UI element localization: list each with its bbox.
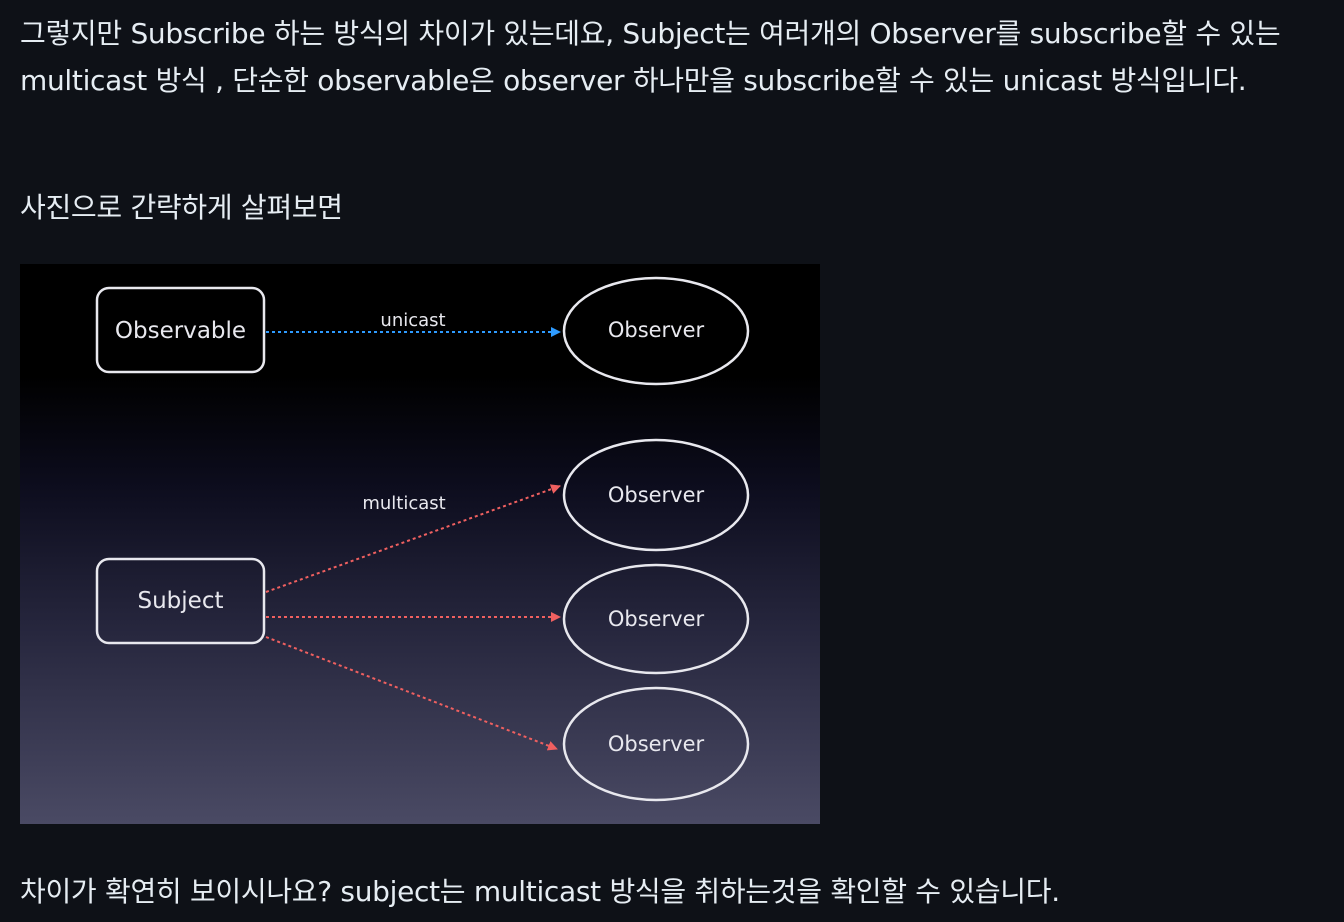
subject-label: Subject <box>138 588 224 614</box>
conclusion-paragraph: 차이가 확연히 보이시나요? subject는 multicast 방식을 취하… <box>20 875 1060 908</box>
observable-label: Observable <box>115 318 246 344</box>
multicast-arrow-3 <box>265 636 558 751</box>
lead-paragraph: 사진으로 간략하게 살펴보면 <box>20 191 343 224</box>
unicast-observer-node: Observer <box>562 276 750 386</box>
intro-paragraph: 그렇지만 Subscribe 하는 방식의 차이가 있는데요, Subject는… <box>20 17 1281 97</box>
unicast-label: unicast <box>380 310 445 331</box>
observer-label: Observer <box>608 483 705 507</box>
observer-label: Observer <box>608 732 705 756</box>
observer-label: Observer <box>608 318 705 342</box>
unicast-multicast-diagram: Observable unicast Observer Subject mult… <box>20 264 820 824</box>
subject-node: Subject <box>95 557 266 645</box>
multicast-label: multicast <box>362 493 445 514</box>
observer-label: Observer <box>608 607 705 631</box>
multicast-arrow-1 <box>265 484 561 593</box>
multicast-observer-node-2: Observer <box>562 563 750 675</box>
observable-node: Observable <box>95 286 266 374</box>
multicast-observer-node-3: Observer <box>562 686 750 802</box>
multicast-observer-node-1: Observer <box>562 438 750 552</box>
